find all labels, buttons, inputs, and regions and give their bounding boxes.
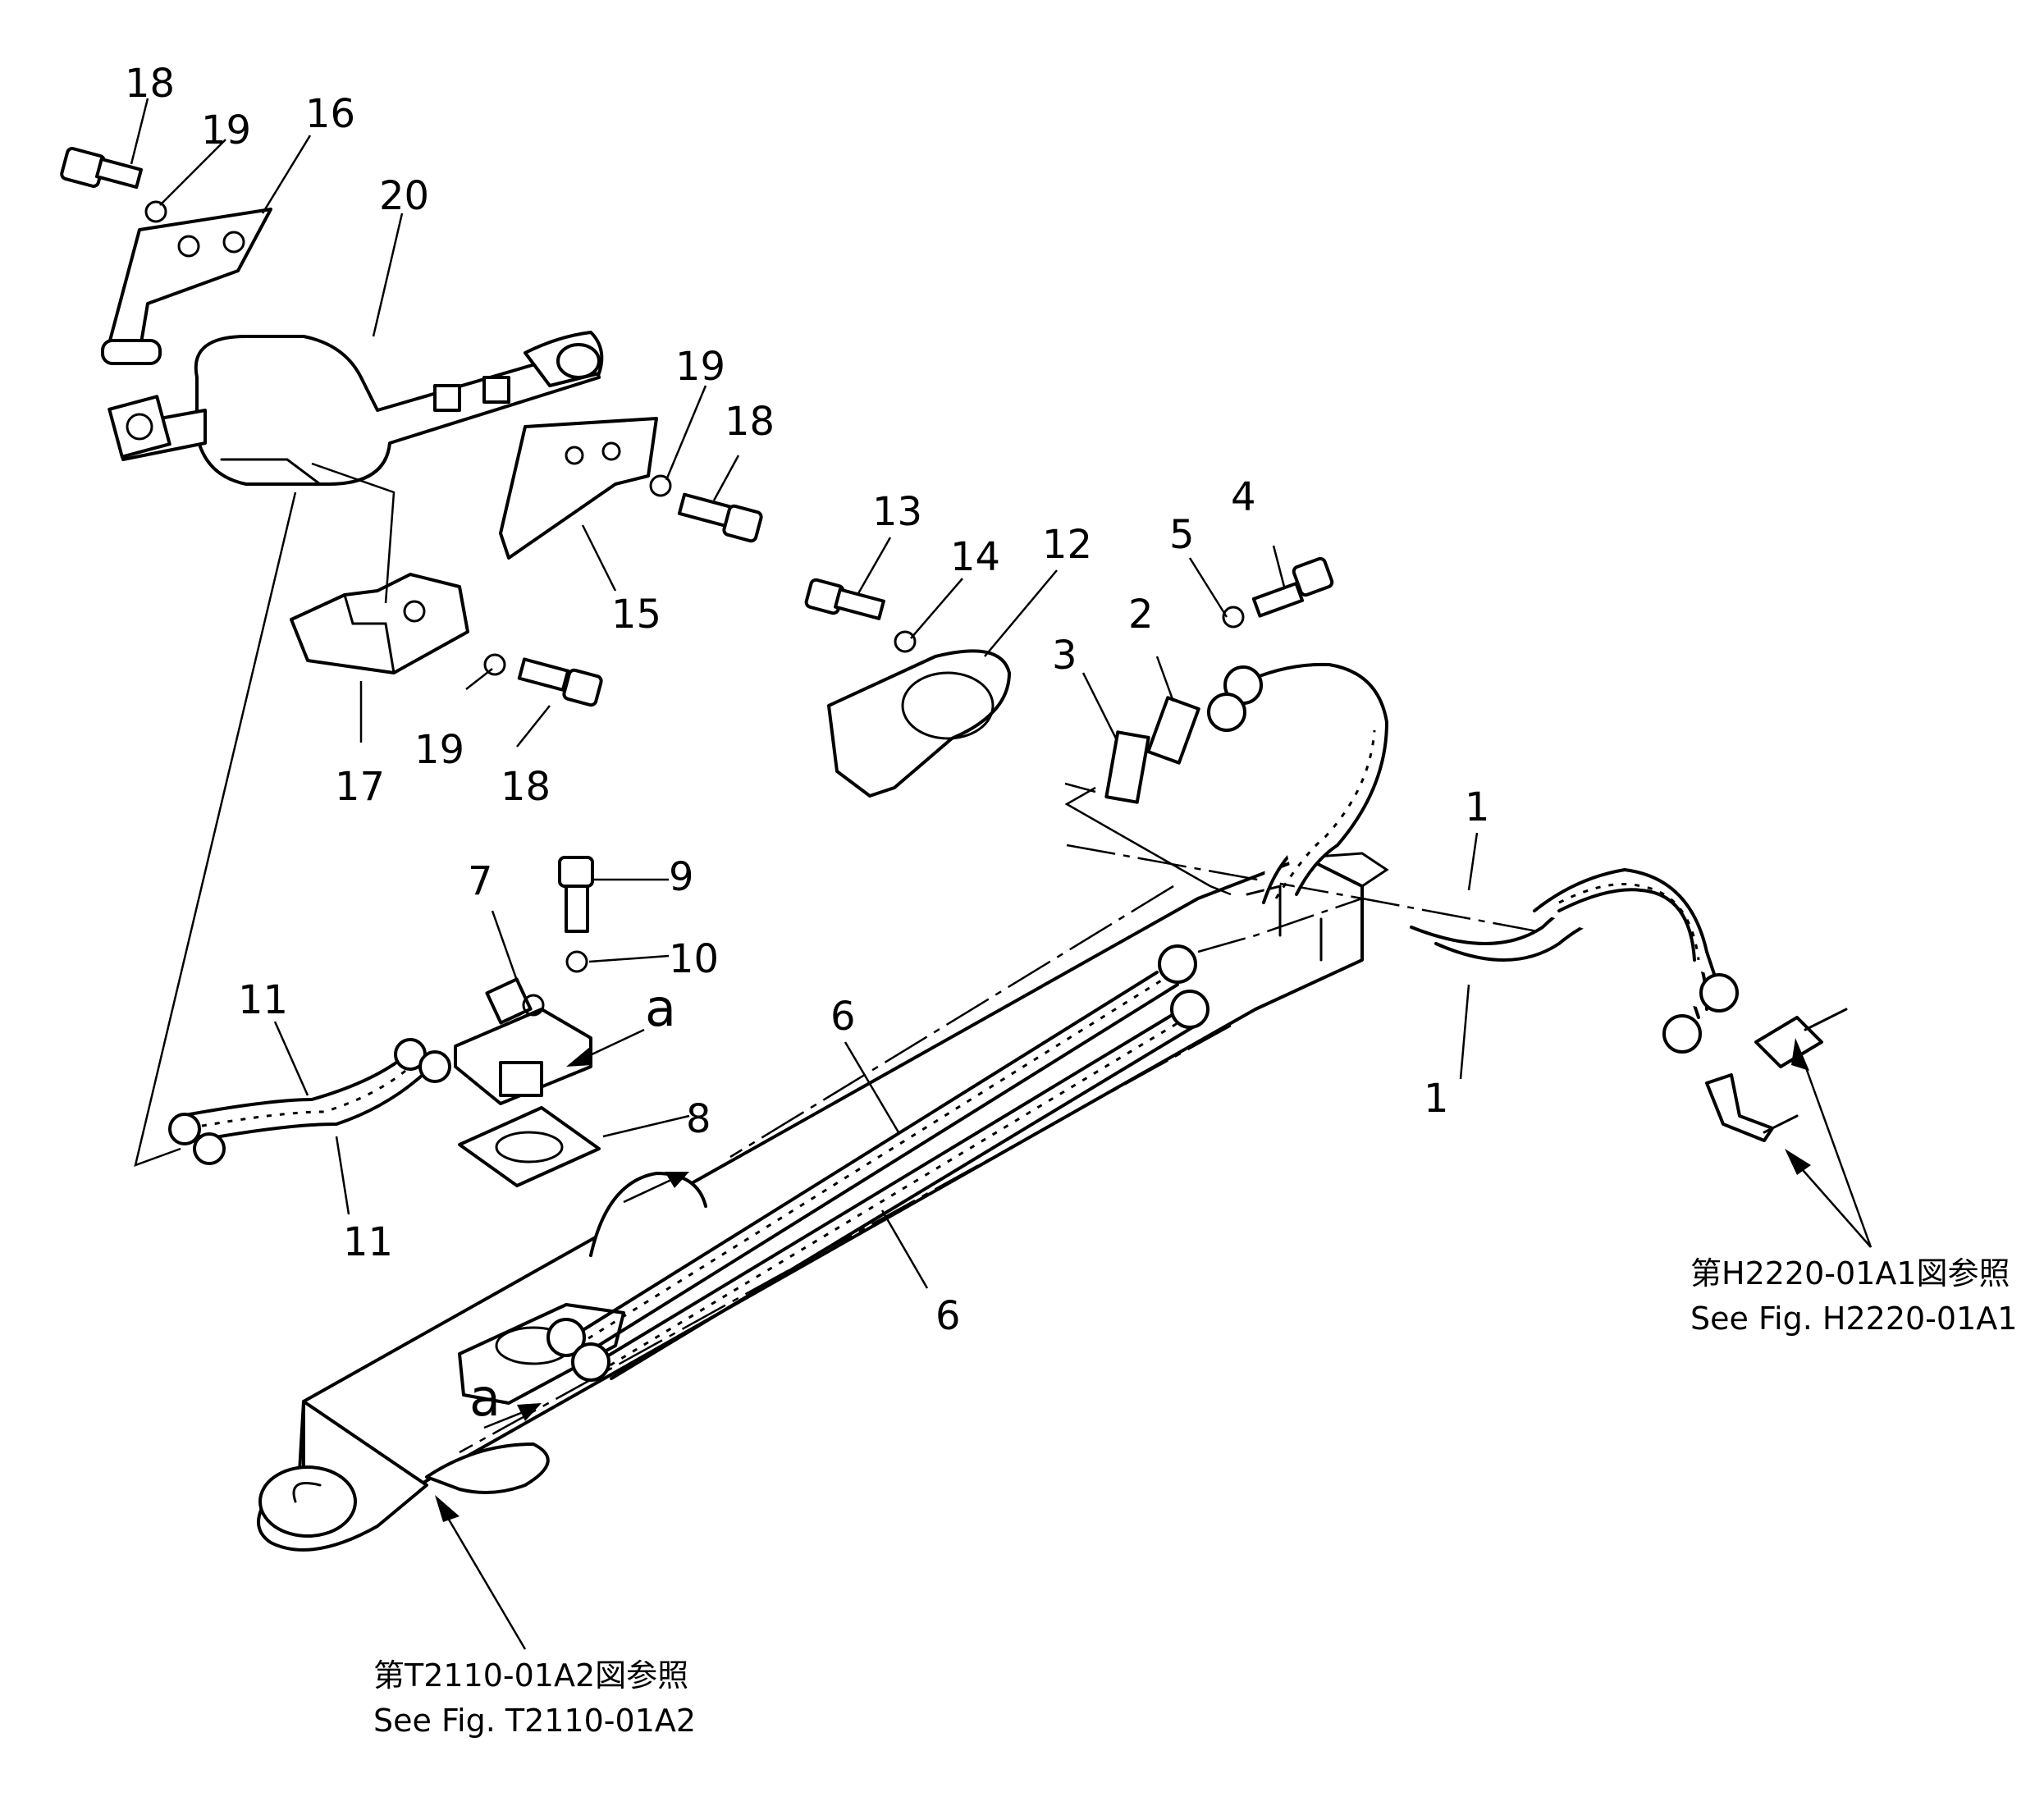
gasket-3 (1104, 730, 1150, 804)
callout-20: 20 (379, 173, 429, 219)
callout-17: 17 (335, 764, 385, 810)
centerline-4 (729, 885, 1174, 1159)
washer-19-low (483, 653, 506, 676)
bolt-9 (558, 856, 594, 933)
callout-1: 1 (1465, 784, 1490, 830)
callout-13: 13 (872, 489, 922, 535)
leader-lines (130, 98, 1479, 1289)
callout-11: 11 (238, 977, 288, 1023)
bolt-18-top (60, 147, 143, 190)
callout-5: 5 (1169, 512, 1195, 558)
boom-arm (257, 852, 1389, 1552)
callout-4: 4 (1231, 474, 1256, 520)
callout-6: 6 (830, 994, 856, 1040)
detail-letter-a: a (645, 978, 676, 1038)
hose-11 (168, 1038, 451, 1165)
callout-19: 19 (414, 727, 464, 773)
bracket-16 (101, 208, 272, 365)
callout-6: 6 (935, 1293, 961, 1339)
bolt-18-mid (677, 492, 763, 543)
callout-14: 14 (950, 534, 1000, 580)
bracket-15 (499, 417, 658, 560)
washer-19-mid (649, 474, 672, 497)
reference-arrows (435, 1038, 1873, 1650)
callout-2: 2 (1128, 592, 1154, 638)
bolt-4 (1251, 556, 1334, 618)
bolt-18-low (517, 657, 603, 707)
callout-12: 12 (1042, 522, 1092, 568)
detail-letter-a: a (469, 1368, 501, 1428)
reference-right: 第H2220-01A1図参照 See Fig. H2220-01A1 (1690, 1255, 2017, 1337)
washer-5 (1222, 606, 1245, 629)
reference-bottom-jp: 第T2110-01A2図参照 (373, 1657, 688, 1694)
callout-15: 15 (611, 592, 661, 638)
reference-right-en: See Fig. H2220-01A1 (1690, 1301, 2017, 1337)
callout-10: 10 (669, 936, 719, 982)
reference-right-jp: 第H2220-01A1図参照 (1690, 1255, 2010, 1292)
callout-9: 9 (669, 854, 694, 900)
detail-arrows (483, 1028, 689, 1429)
cylinder-20 (107, 331, 604, 486)
callout-16: 16 (305, 91, 355, 137)
hose-1 (1207, 662, 1739, 1054)
fitting-right (1705, 1008, 1848, 1142)
reference-bottom: 第T2110-01A2図参照 See Fig. T2110-01A2 (373, 1657, 696, 1739)
hose-6 (546, 944, 1209, 1382)
bolt-13 (804, 578, 885, 620)
washer-10 (565, 950, 588, 973)
gasket-8 (458, 1106, 601, 1187)
cover-12 (827, 649, 1011, 798)
callout-19: 19 (675, 344, 725, 390)
reference-bottom-en: See Fig. T2110-01A2 (373, 1703, 696, 1739)
callout-7: 7 (468, 858, 493, 904)
callout-19: 19 (201, 107, 251, 153)
valve-7 (454, 977, 592, 1105)
callout-8: 8 (686, 1096, 711, 1142)
centerline-2 (1197, 897, 1363, 953)
plate-2 (1146, 696, 1200, 765)
callout-11: 11 (343, 1219, 393, 1265)
callout-labels: 1 1 2 3 4 5 6 6 7 8 9 10 11 11 12 13 14 … (125, 61, 1490, 1339)
callout-3: 3 (1052, 633, 1077, 679)
bracket-17 (290, 573, 469, 674)
callout-18: 18 (125, 61, 175, 107)
washer-19-top (144, 200, 167, 223)
callout-18: 18 (725, 399, 775, 445)
callout-1: 1 (1424, 1076, 1449, 1122)
washer-14 (894, 630, 917, 653)
callout-18: 18 (501, 764, 551, 810)
